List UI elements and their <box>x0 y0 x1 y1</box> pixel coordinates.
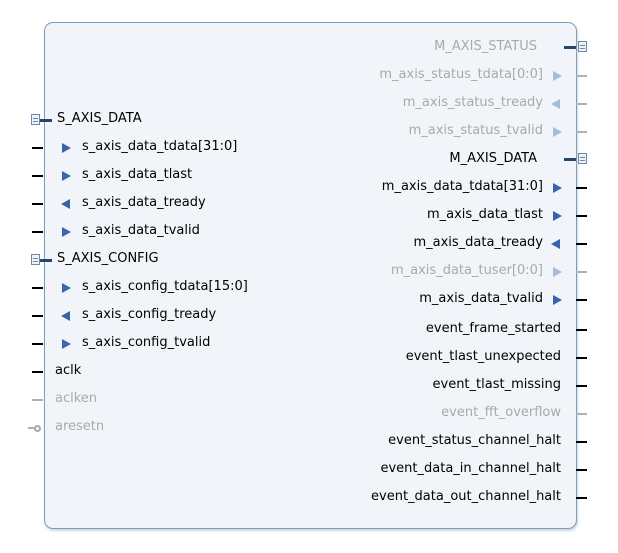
input-arrow-icon <box>551 239 560 249</box>
port-label-event-tlast-unexpected: event_tlast_unexpected <box>405 349 561 364</box>
port-stub-event-data-in-channel-halt[interactable] <box>576 469 587 471</box>
port-stub-event-fft-overflow[interactable] <box>576 413 587 415</box>
interface-label-s-axis-config: S_AXIS_CONFIG <box>57 251 159 266</box>
bus-connector-m-axis-data[interactable] <box>564 158 576 161</box>
port-label-s-axis-config-tdata-15-0: s_axis_config_tdata[15:0] <box>82 279 248 294</box>
port-stub-event-status-channel-halt[interactable] <box>576 441 587 443</box>
ip-block-body[interactable] <box>44 22 577 529</box>
input-arrow-icon <box>62 283 71 293</box>
port-stub-s-axis-data-tlast[interactable] <box>32 175 43 177</box>
port-stub-m-axis-data-tvalid[interactable] <box>576 299 587 301</box>
output-arrow-icon <box>61 199 70 209</box>
output-arrow-icon <box>553 71 562 81</box>
bus-interface-icon[interactable] <box>31 254 40 265</box>
port-stub-event-tlast-unexpected[interactable] <box>576 357 587 359</box>
port-label-m-axis-data-tready: m_axis_data_tready <box>413 235 543 250</box>
input-arrow-icon <box>62 227 71 237</box>
bus-connector-s-axis-config[interactable] <box>40 259 52 262</box>
port-stub-s-axis-data-tvalid[interactable] <box>32 231 43 233</box>
output-arrow-icon <box>553 127 562 137</box>
port-label-event-fft-overflow: event_fft_overflow <box>441 405 561 420</box>
port-label-m-axis-status-tdata-0-0: m_axis_status_tdata[0:0] <box>379 67 543 82</box>
port-stub-event-tlast-missing[interactable] <box>576 385 587 387</box>
input-arrow-icon <box>62 339 71 349</box>
port-stub-m-axis-data-tdata-31-0[interactable] <box>576 187 587 189</box>
port-label-m-axis-data-tdata-31-0: m_axis_data_tdata[31:0] <box>381 179 543 194</box>
port-label-s-axis-config-tvalid: s_axis_config_tvalid <box>82 335 211 350</box>
port-label-m-axis-data-tvalid: m_axis_data_tvalid <box>419 291 543 306</box>
port-stub-m-axis-status-tready[interactable] <box>576 103 587 105</box>
port-stub-m-axis-data-tlast[interactable] <box>576 215 587 217</box>
port-label-s-axis-config-tready: s_axis_config_tready <box>82 307 217 322</box>
port-label-event-frame-started: event_frame_started <box>425 321 561 336</box>
bus-interface-icon[interactable] <box>578 153 587 164</box>
port-label-event-tlast-missing: event_tlast_missing <box>432 377 562 392</box>
port-label-s-axis-data-tlast: s_axis_data_tlast <box>82 167 193 182</box>
port-stub-s-axis-config-tready[interactable] <box>32 315 43 317</box>
interface-label-m-axis-status: M_AXIS_STATUS <box>434 39 537 54</box>
port-label-m-axis-status-tvalid: m_axis_status_tvalid <box>408 123 543 138</box>
input-arrow-icon <box>62 171 71 181</box>
port-label-aclken: aclken <box>55 391 98 406</box>
output-arrow-icon <box>553 267 562 277</box>
input-arrow-icon <box>551 99 560 109</box>
port-label-event-status-channel-halt: event_status_channel_halt <box>388 433 561 448</box>
port-label-aresetn: aresetn <box>55 419 105 434</box>
port-label-m-axis-data-tuser-0-0: m_axis_data_tuser[0:0] <box>390 263 543 278</box>
port-stub-aresetn[interactable] <box>28 427 34 429</box>
port-label-aclk: aclk <box>55 363 82 378</box>
port-stub-s-axis-data-tdata-31-0[interactable] <box>32 147 43 149</box>
interface-label-s-axis-data: S_AXIS_DATA <box>57 111 142 126</box>
port-label-s-axis-data-tvalid: s_axis_data_tvalid <box>82 223 200 238</box>
port-stub-aclken[interactable] <box>32 399 43 401</box>
port-label-m-axis-status-tready: m_axis_status_tready <box>402 95 543 110</box>
port-stub-m-axis-status-tdata-0-0[interactable] <box>576 75 587 77</box>
port-stub-m-axis-data-tuser-0-0[interactable] <box>576 271 587 273</box>
port-stub-s-axis-config-tvalid[interactable] <box>32 343 43 345</box>
active-low-bubble-icon <box>34 425 41 432</box>
port-stub-s-axis-data-tready[interactable] <box>32 203 43 205</box>
output-arrow-icon <box>553 295 562 305</box>
port-label-s-axis-data-tready: s_axis_data_tready <box>82 195 206 210</box>
port-stub-aclk[interactable] <box>32 371 43 373</box>
port-label-s-axis-data-tdata-31-0: s_axis_data_tdata[31:0] <box>82 139 238 154</box>
port-stub-m-axis-status-tvalid[interactable] <box>576 131 587 133</box>
bus-interface-icon[interactable] <box>578 41 587 52</box>
output-arrow-icon <box>553 183 562 193</box>
port-label-m-axis-data-tlast: m_axis_data_tlast <box>426 207 543 222</box>
bus-connector-m-axis-status[interactable] <box>564 46 576 49</box>
bus-interface-icon[interactable] <box>31 114 40 125</box>
bus-connector-s-axis-data[interactable] <box>40 119 52 122</box>
port-stub-s-axis-config-tdata-15-0[interactable] <box>32 287 43 289</box>
port-stub-event-data-out-channel-halt[interactable] <box>576 497 587 499</box>
input-arrow-icon <box>62 143 71 153</box>
port-stub-event-frame-started[interactable] <box>576 329 587 331</box>
interface-label-m-axis-data: M_AXIS_DATA <box>449 151 537 166</box>
port-label-event-data-in-channel-halt: event_data_in_channel_halt <box>380 461 561 476</box>
port-label-event-data-out-channel-halt: event_data_out_channel_halt <box>371 489 561 504</box>
port-stub-m-axis-data-tready[interactable] <box>576 243 587 245</box>
output-arrow-icon <box>61 311 70 321</box>
output-arrow-icon <box>553 211 562 221</box>
